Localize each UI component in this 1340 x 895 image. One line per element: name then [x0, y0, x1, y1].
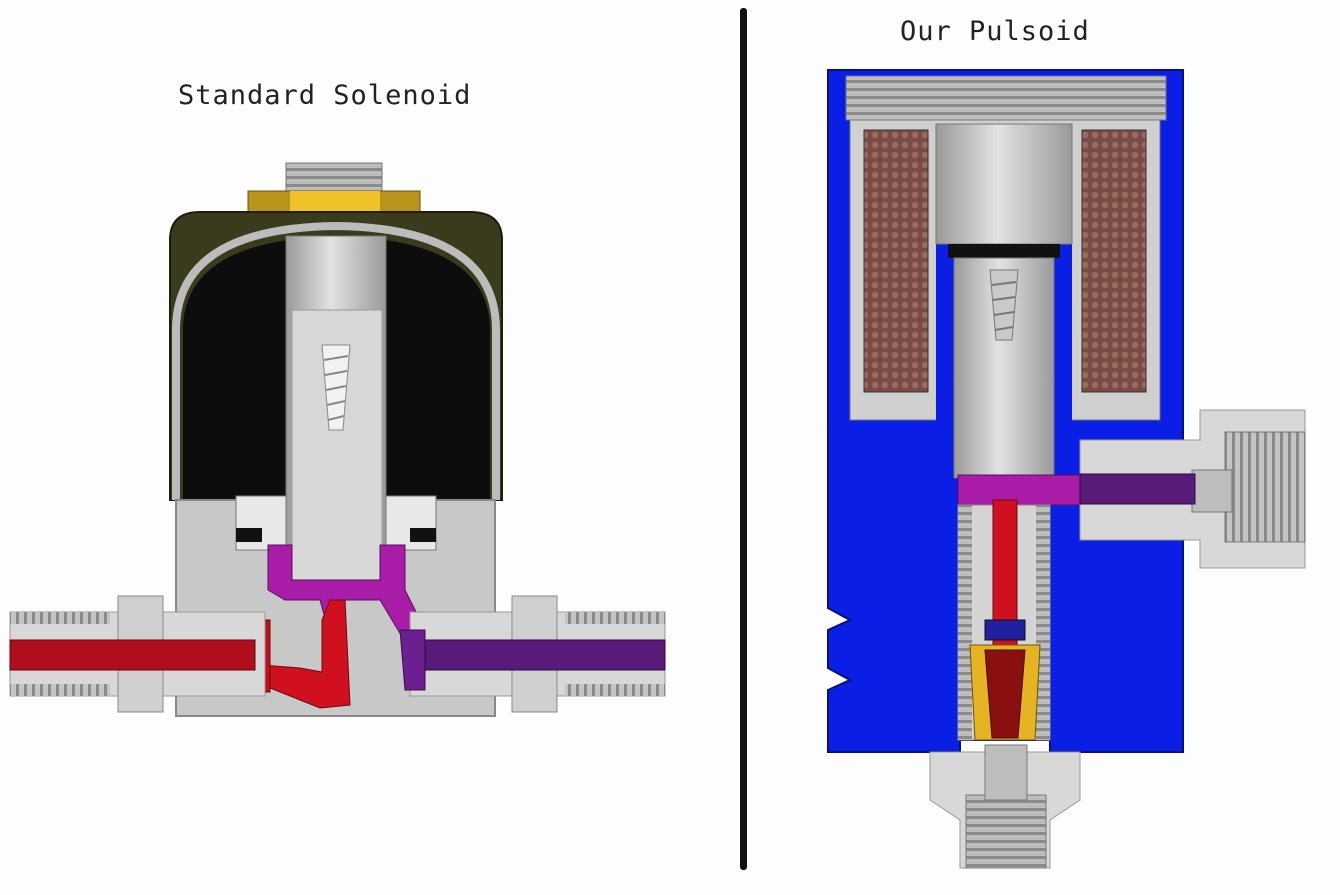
outlet-passage: [399, 629, 426, 691]
frame-sheath: [172, 221, 500, 500]
outlet-flow: [424, 639, 666, 671]
panel-divider: [740, 8, 747, 870]
inlet-flow: [9, 639, 256, 671]
pulsoid-diagram: [827, 69, 1306, 869]
pulsoid-title: Our Pulsoid: [900, 16, 1090, 47]
coil-winding-left: [863, 129, 929, 393]
plunger-spring: [989, 269, 1019, 341]
standard-solenoid-diagram: [9, 162, 666, 717]
outlet-flow: [1079, 473, 1196, 505]
threaded-cap: [845, 75, 1167, 121]
standard-solenoid-title: Standard Solenoid: [178, 80, 472, 111]
pole-piece: [935, 123, 1073, 245]
top-threaded-stub: [285, 162, 383, 196]
coil-winding-right: [1081, 129, 1147, 393]
